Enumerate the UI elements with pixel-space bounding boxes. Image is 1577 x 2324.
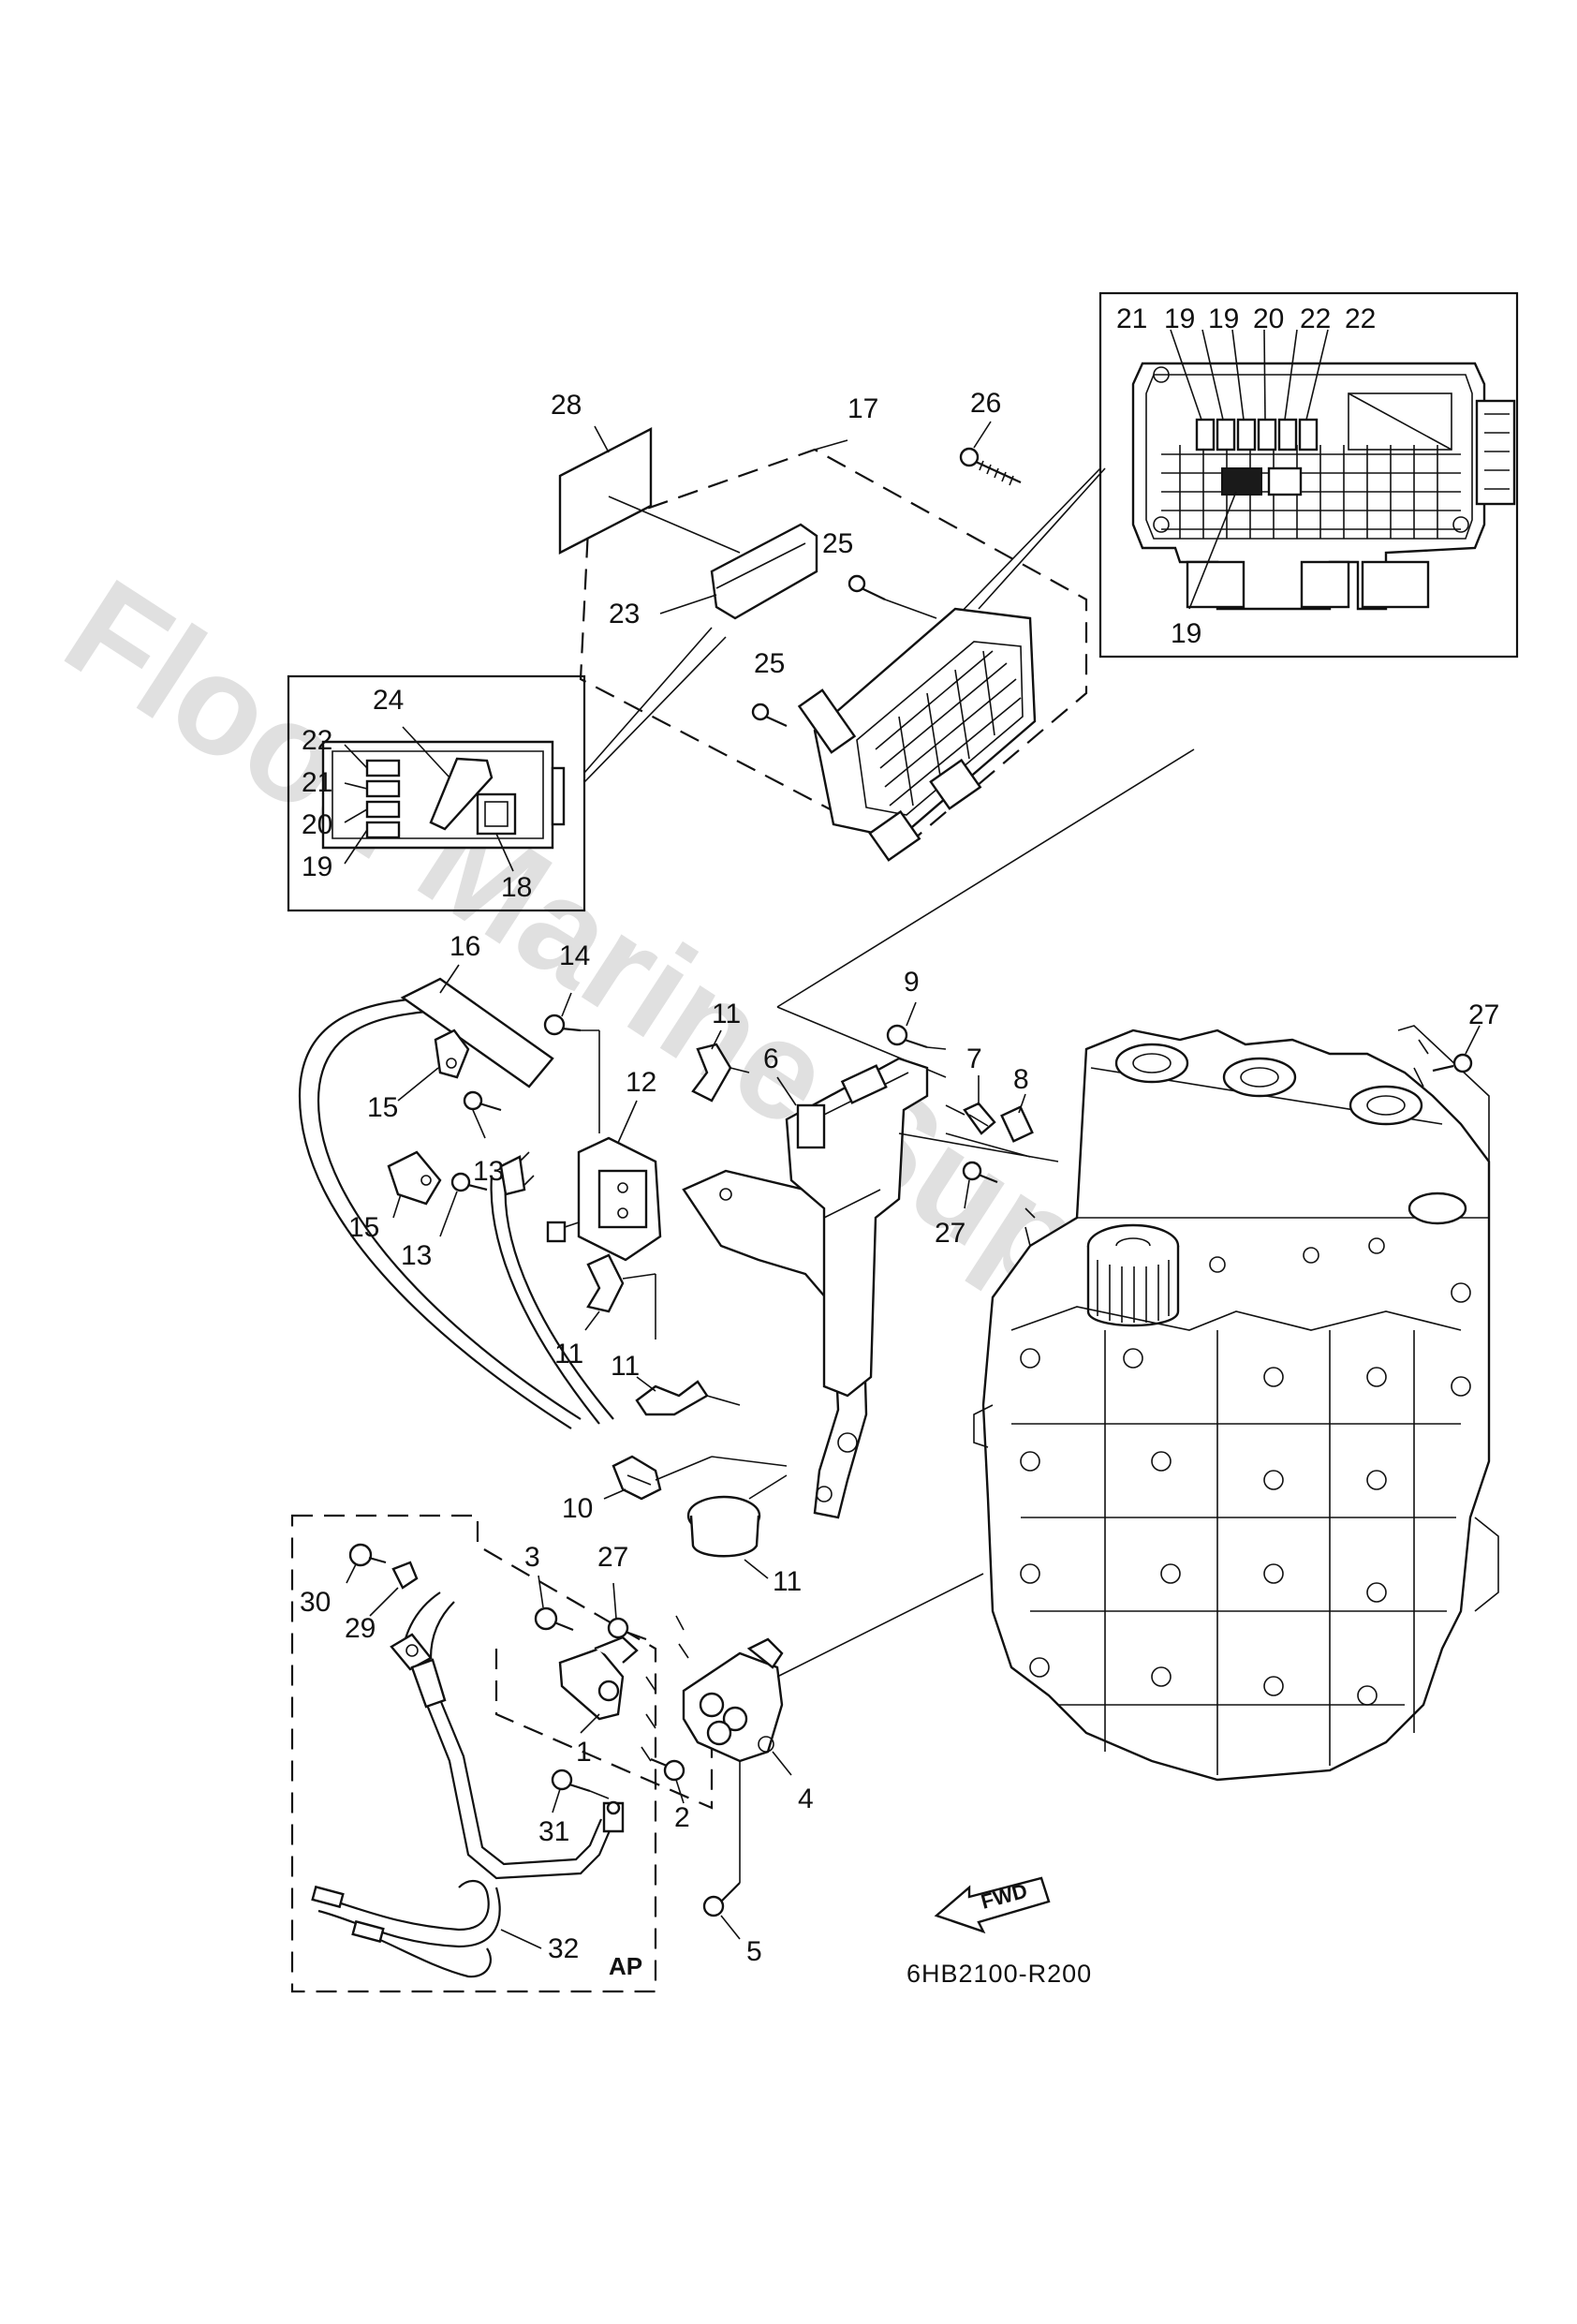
callout-19: 19 bbox=[1208, 303, 1239, 334]
callout-15: 15 bbox=[367, 1092, 398, 1123]
clamp-11-d: 11 bbox=[686, 1474, 802, 1597]
ap-box bbox=[290, 1514, 657, 1993]
callout-11: 11 bbox=[712, 999, 741, 1029]
bolt-13-upper: 13 bbox=[463, 1090, 504, 1187]
grommet-7: 7 bbox=[945, 1044, 996, 1135]
screw-26: 26 bbox=[959, 388, 1022, 486]
callout-21: 21 bbox=[302, 767, 332, 798]
sensor-bracket-box bbox=[494, 1649, 714, 1810]
callout-13: 13 bbox=[401, 1240, 432, 1271]
clamp-11-b: 11 bbox=[554, 1253, 656, 1369]
callout-19: 19 bbox=[1171, 618, 1201, 649]
callout-22: 22 bbox=[302, 725, 332, 756]
callout-17: 17 bbox=[847, 393, 878, 424]
fwd-arrow-icon: FWD bbox=[934, 1876, 1051, 1934]
clamp-15-lower: 15 bbox=[348, 1150, 442, 1243]
callout-23: 23 bbox=[609, 599, 640, 629]
callout-29: 29 bbox=[345, 1613, 376, 1644]
wire-harness-16: 16 bbox=[298, 931, 614, 1429]
callout-11: 11 bbox=[611, 1351, 640, 1382]
bolt-14: 14 bbox=[543, 940, 600, 1133]
callout-12: 12 bbox=[626, 1067, 656, 1098]
callout-10: 10 bbox=[562, 1493, 593, 1524]
clip-29: 29 bbox=[345, 1561, 419, 1644]
callout-8: 8 bbox=[1013, 1064, 1029, 1095]
callout-7: 7 bbox=[966, 1044, 982, 1074]
ecu-assembly-group: 17 28 23 25 25 bbox=[551, 390, 1088, 862]
bracket-6: 6 bbox=[682, 1044, 929, 1519]
callout-11: 11 bbox=[773, 1566, 802, 1597]
callout-13: 13 bbox=[473, 1156, 504, 1187]
callout-3: 3 bbox=[524, 1542, 540, 1573]
callout-16: 16 bbox=[450, 931, 480, 962]
callout-20: 20 bbox=[1253, 303, 1284, 334]
bolt-5: 5 bbox=[702, 1761, 762, 1967]
callout-11: 11 bbox=[554, 1339, 583, 1369]
callout-14: 14 bbox=[559, 940, 590, 971]
callout-15: 15 bbox=[348, 1212, 379, 1243]
callout-31: 31 bbox=[538, 1816, 569, 1847]
callout-21: 21 bbox=[1116, 303, 1147, 334]
callout-30: 30 bbox=[300, 1587, 331, 1618]
ground-cable-32: 32 bbox=[311, 1591, 625, 1978]
callout-22: 22 bbox=[1345, 303, 1376, 334]
callout-9: 9 bbox=[904, 967, 920, 998]
bolt-31: 31 bbox=[538, 1769, 610, 1847]
callout-22: 22 bbox=[1300, 303, 1331, 334]
callout-25: 25 bbox=[822, 528, 853, 559]
callout-4: 4 bbox=[798, 1784, 814, 1814]
callout-6: 6 bbox=[763, 1044, 779, 1074]
bolt-3: 3 bbox=[524, 1542, 574, 1632]
callout-27: 27 bbox=[1468, 999, 1499, 1030]
ecu-detail-inset: 21 19 19 20 22 22 19 bbox=[954, 291, 1519, 659]
callout-24: 24 bbox=[373, 685, 404, 716]
bolt-2: 2 bbox=[650, 1757, 690, 1833]
callout-27: 27 bbox=[597, 1542, 628, 1573]
callout-27: 27 bbox=[935, 1218, 965, 1249]
callout-32: 32 bbox=[548, 1933, 579, 1964]
sensor-bracket-4: 4 bbox=[641, 1573, 984, 1814]
collar-8: 8 bbox=[1000, 1064, 1034, 1143]
callout-19: 19 bbox=[1164, 303, 1195, 334]
bolt-13-lower: 13 bbox=[401, 1172, 488, 1271]
diagram-code: 6HB2100-R200 bbox=[906, 1960, 1092, 1988]
ap-label: AP bbox=[609, 1952, 642, 1980]
callout-1: 1 bbox=[576, 1737, 592, 1768]
clamp-11-c: 11 bbox=[611, 1351, 741, 1416]
bolt-27-mid: 27 bbox=[935, 1161, 998, 1249]
clamp-15-upper: 15 bbox=[367, 1029, 470, 1123]
callout-19: 19 bbox=[302, 851, 332, 882]
engine-block bbox=[973, 1029, 1499, 1782]
clamp-10: 10 bbox=[562, 1455, 788, 1524]
callout-20: 20 bbox=[302, 809, 332, 840]
bolt-27-lower: 27 bbox=[597, 1542, 689, 1659]
callout-5: 5 bbox=[746, 1936, 762, 1967]
callout-28: 28 bbox=[551, 390, 582, 421]
callout-18: 18 bbox=[501, 872, 532, 903]
clamp-11-a: 11 bbox=[691, 999, 750, 1103]
callout-26: 26 bbox=[970, 388, 1001, 419]
callout-25: 25 bbox=[754, 648, 785, 679]
sensor-1: 1 bbox=[558, 1636, 639, 1768]
callout-2: 2 bbox=[674, 1802, 690, 1833]
relay-12: 12 bbox=[546, 1067, 662, 1262]
fuse-box-inset: 22 21 20 19 24 18 bbox=[287, 627, 727, 912]
bolt-30: 30 bbox=[300, 1543, 387, 1618]
bolt-9: 9 bbox=[886, 967, 947, 1050]
